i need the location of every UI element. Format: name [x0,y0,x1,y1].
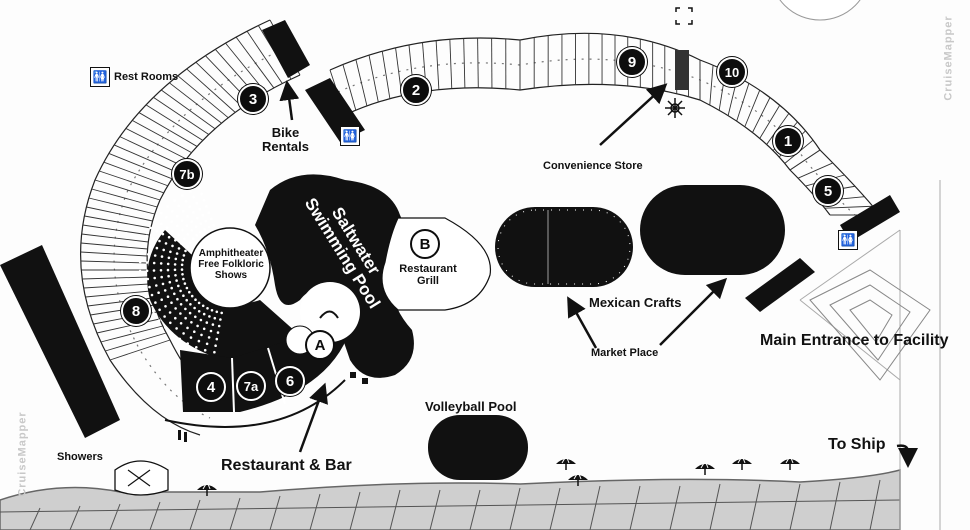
marker-2[interactable]: 2 [401,75,431,105]
restaurant-bar-wall [164,379,346,428]
restroom-marker-5: 🚻 [838,230,858,250]
marker-6[interactable]: 6 [275,366,305,396]
bike-rentals-label: Bike Rentals [262,125,309,155]
entrance-walkway [799,180,941,530]
rest-rooms-label: Rest Rooms [114,70,179,83]
restroom-marker-2: 🚻 [340,126,360,146]
promenade-ribs [329,33,880,216]
rest-rooms-legend: 🚻 Rest Rooms [90,67,178,87]
beach-umbrella-icon [695,462,715,475]
entrance-diamond [809,269,931,381]
marker-7b[interactable]: 7b [172,159,202,189]
crafts-tent-left [495,207,633,287]
restaurant-bar-label: Restaurant & Bar [221,457,352,474]
watermark-left: CruiseMapper [16,411,29,497]
watermark-right: CruiseMapper [942,15,955,101]
arrow-to-ship [896,444,918,468]
marker-1[interactable]: 1 [773,126,803,156]
marker-10[interactable]: 10 [717,57,747,87]
marker-5[interactable]: 5 [813,176,843,206]
arrow-market-right [659,277,728,346]
marker-4[interactable]: 4 [196,372,226,402]
marker-9[interactable]: 9 [617,47,647,77]
restroom-icon: 🚻 [838,230,858,250]
restaurant-grill-label: Restaurant Grill [399,263,457,288]
restaurant-grill [381,217,492,311]
beach-umbrella-icon [568,473,588,486]
main-entrance-label: Main Entrance to Facility [760,332,949,349]
shore-hatch [0,479,901,530]
market-place-label: Market Place [591,347,659,359]
arrow-bike-rentals [279,80,300,121]
showers-label: Showers [57,451,103,463]
crafts-tent-right [640,185,785,275]
beach-umbrella-icon [197,483,217,496]
frame-icon [675,7,693,25]
beach-umbrella-icon [780,457,800,470]
arrow-market-left [567,296,598,349]
arrow-restaurant-bar [298,382,328,453]
promenade [329,32,881,216]
marker-B[interactable]: B [410,229,440,259]
building-9 [675,50,689,90]
amphitheater [138,186,305,361]
palm-tree-icon [665,98,685,118]
marker-A[interactable]: A [305,330,335,360]
volleyball-pool [428,415,528,480]
convenience-store-label: Convenience Store [543,160,643,172]
arrow-convenience [599,83,668,146]
beach-umbrella-icon [556,457,576,470]
volleyball-pool-label: Volleyball Pool [425,399,517,414]
shower-structure [114,460,169,496]
amphitheater-label: Amphitheater Free Folkloric Shows [198,248,264,281]
building-bike-rentals [262,20,310,78]
to-ship-label: To Ship [828,436,886,453]
top-right-disc [779,0,861,21]
restroom-icon: 🚻 [340,126,360,146]
shoreline [0,469,901,530]
marker-3[interactable]: 3 [238,84,268,114]
mexican-crafts-label: Mexican Crafts [589,295,682,310]
restroom-icon: 🚻 [90,67,110,87]
building-entrance [745,258,815,312]
beach-umbrella-icons [197,457,800,496]
marker-8[interactable]: 8 [121,296,151,326]
arcade-ribs [80,19,301,361]
left-slab [0,245,120,438]
marker-7a[interactable]: 7a [236,371,266,401]
saltwater-pool [255,174,414,378]
beach-umbrella-icon [732,457,752,470]
